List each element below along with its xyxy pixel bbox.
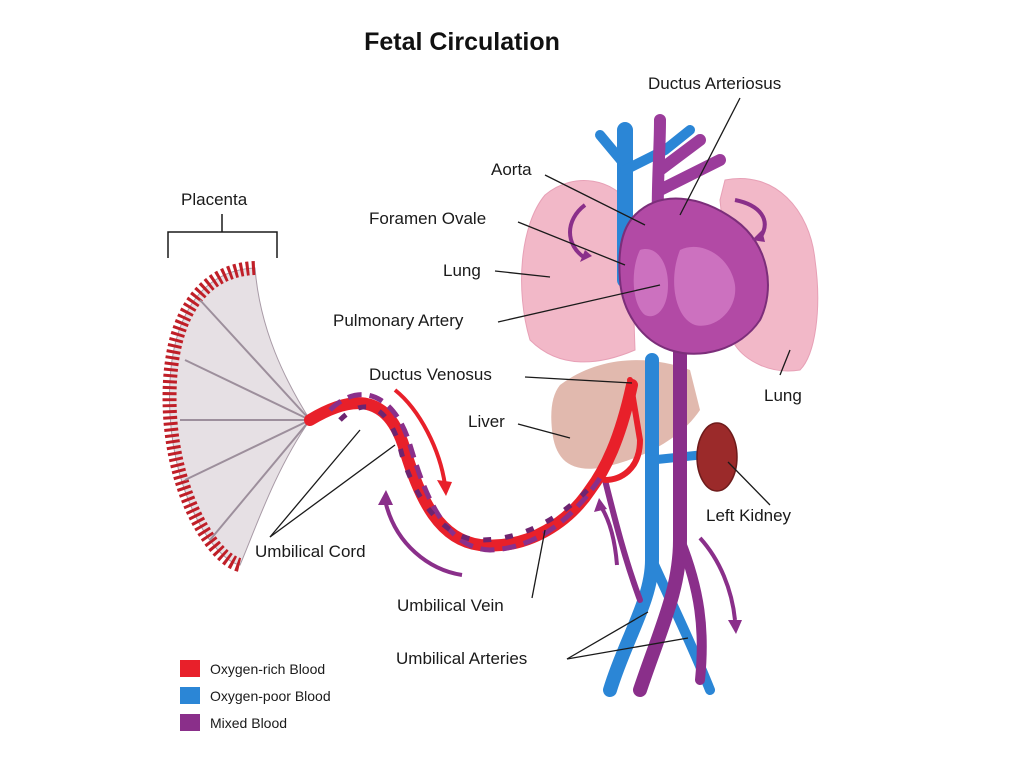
leader-lung-right <box>779 349 791 376</box>
leader-lung-left <box>494 270 551 278</box>
flow-arrow-purple-right-head <box>728 620 742 634</box>
label-placenta: Placenta <box>181 190 248 209</box>
legend-swatch <box>180 714 200 731</box>
leader-liver <box>517 423 571 439</box>
flow-arrow-red-head <box>437 480 452 496</box>
label-ductus-arteriosus: Ductus Arteriosus <box>648 74 782 93</box>
legend-swatch <box>180 687 200 704</box>
label-foramen-ovale: Foramen Ovale <box>369 209 487 228</box>
svc-branch-left <box>595 130 630 170</box>
legend-label: Oxygen-rich Blood <box>210 660 326 677</box>
legend-item-oxygen-poor: Oxygen-poor Blood <box>180 682 331 709</box>
leader-ductus-arteriosus <box>679 97 741 216</box>
flow-arrow-purple-left <box>383 499 463 577</box>
umbilical-cord-artery-2 <box>338 404 597 543</box>
heart-chamber-right <box>633 249 668 317</box>
label-umbilical-vein: Umbilical Vein <box>397 596 504 615</box>
lung-arrow-left <box>568 203 587 260</box>
heart-chamber-left <box>674 246 736 326</box>
label-lung-right: Lung <box>764 386 802 405</box>
left-kidney-shape <box>696 422 738 492</box>
label-aorta: Aorta <box>491 160 532 179</box>
leader-lines <box>269 97 791 660</box>
legend-label: Mixed Blood <box>210 714 288 731</box>
left-lung-shape <box>521 180 636 363</box>
flow-arrow-purple-left-head <box>378 490 393 505</box>
diagram-title: Fetal Circulation <box>364 28 560 56</box>
umbilical-cord-artery-1 <box>328 392 603 553</box>
label-liver: Liver <box>468 412 505 431</box>
lung-arrow-left-head <box>580 250 592 262</box>
label-ductus-venosus: Ductus Venosus <box>369 365 492 384</box>
iliac-artery-right <box>675 535 707 685</box>
leader-aorta <box>544 174 646 226</box>
legend-label: Oxygen-poor Blood <box>210 687 331 704</box>
leader-left-kidney <box>727 461 771 506</box>
legend-swatch <box>180 660 200 677</box>
label-left-kidney: Left Kidney <box>706 506 792 525</box>
flow-arrow-purple-mid-head <box>594 498 607 512</box>
leader-umbilical-vein <box>531 529 546 599</box>
leader-ductus-venosus <box>524 376 633 384</box>
leader-foramen-ovale <box>517 221 626 266</box>
flow-arrow-purple-right <box>698 536 737 621</box>
label-pulmonary-artery: Pulmonary Artery <box>333 311 464 330</box>
placenta-bracket <box>167 214 278 258</box>
legend: Oxygen-rich Blood Oxygen-poor Blood Mixe… <box>180 655 331 736</box>
leader-umbilical-arteries-1 <box>566 611 649 660</box>
leader-pulmonary-artery <box>497 284 661 323</box>
legend-item-oxygen-rich: Oxygen-rich Blood <box>180 655 331 682</box>
label-umbilical-arteries: Umbilical Arteries <box>396 649 528 668</box>
leader-umbilical-cord-2 <box>269 444 396 538</box>
label-umbilical-cord: Umbilical Cord <box>255 542 366 561</box>
leader-umbilical-arteries-2 <box>566 637 689 660</box>
umbilical-artery-path <box>602 477 643 603</box>
leader-umbilical-cord-1 <box>269 429 361 538</box>
flow-arrow-red <box>393 388 447 486</box>
label-lung-left: Lung <box>443 261 481 280</box>
placenta-shape <box>169 267 311 566</box>
legend-item-mixed: Mixed Blood <box>180 709 331 736</box>
placenta-veins <box>180 299 311 541</box>
ductus-venosus-vessel <box>602 377 644 483</box>
lung-arrow-right-head <box>752 230 765 242</box>
